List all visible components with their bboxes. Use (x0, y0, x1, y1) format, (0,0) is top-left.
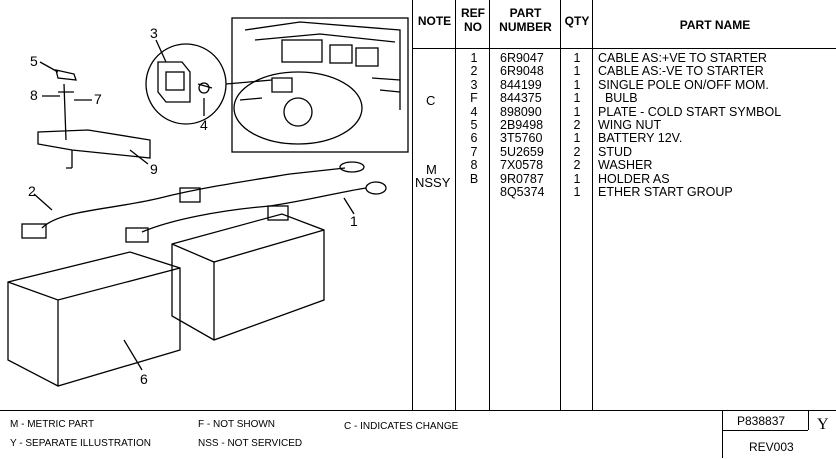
part-name-cell: HOLDER AS (598, 171, 670, 186)
dashboard-inset (231, 17, 409, 153)
ref-cell: 6 (470, 131, 478, 146)
qty-cell: 1 (573, 77, 581, 92)
battery-rear (171, 213, 325, 341)
header-qty: QTY (564, 14, 590, 28)
ref-cell: 7 (470, 144, 478, 159)
part-name-cell: WASHER (598, 158, 653, 173)
ref-cell: 1 (470, 51, 478, 65)
part-name-cell: SINGLE POLE ON/OFF MOM. (598, 77, 769, 92)
ref-cell: B (469, 171, 479, 186)
legend-separate: Y - SEPARATE ILLUSTRATION (10, 438, 151, 449)
callout-5: 5 (30, 53, 38, 69)
legend-footer: M - METRIC PART Y - SEPARATE ILLUSTRATIO… (0, 410, 836, 459)
revision: REV003 (749, 440, 794, 454)
callout-1: 1 (350, 213, 358, 229)
legend-not-serviced: NSS - NOT SERVICED (198, 438, 303, 449)
qty-cell: 2 (573, 144, 581, 159)
note-c: C (426, 93, 436, 108)
ref-cell: F (470, 91, 478, 106)
legend-not-shown: F - NOT SHOWN (198, 419, 276, 430)
battery-front (7, 251, 181, 387)
qty-cell: 1 (573, 185, 581, 200)
header-part-name: PART NAME (679, 18, 751, 32)
callout-3: 3 (150, 25, 158, 41)
holder-bracket (37, 69, 151, 169)
callout-4: 4 (200, 117, 208, 133)
header-part-number: PART NUMBER (499, 6, 552, 34)
part-name-cell: BATTERY 12V. (598, 131, 683, 146)
header-ref: REF NO (461, 6, 485, 34)
note-m: M (426, 162, 437, 177)
part-name-cell: PLATE - COLD START SYMBOL (598, 104, 782, 119)
part-number-cell: 7X0578 (500, 158, 544, 173)
ref-cell (462, 186, 486, 199)
callout-9: 9 (150, 161, 158, 177)
legend-change: C - INDICATES CHANGE (344, 421, 459, 432)
part-name-cell: CABLE AS:+VE TO STARTER (598, 51, 767, 65)
note-nssy: NSSY (415, 175, 451, 190)
ref-cell: 3 (470, 77, 478, 92)
part-number-cell: 6R9048 (500, 64, 544, 79)
part-number-cell: 844199 (500, 77, 542, 92)
part-number-cell: 5U2659 (500, 144, 544, 159)
cable-negative (41, 167, 346, 229)
part-name-cell: ETHER START GROUP (598, 185, 733, 200)
callout-7: 7 (94, 91, 102, 107)
part-code: P838837 (737, 414, 786, 428)
part-name-cell: BULB (598, 91, 638, 106)
qty-cell: 1 (573, 64, 581, 79)
part-number-cell: 9R0787 (500, 171, 544, 186)
part-number-cell: 898090 (500, 104, 542, 119)
header-note: NOTE (417, 14, 452, 28)
part-letter: Y (817, 416, 829, 433)
part-code-box: P838837 Y REV003 (722, 410, 836, 458)
ref-cell: 5 (470, 118, 478, 133)
callout-8: 8 (30, 87, 38, 103)
qty-cell: 1 (573, 104, 581, 119)
switch-detail (145, 43, 273, 125)
part-number-cell: 2B9498 (500, 118, 544, 133)
qty-cell: 1 (573, 91, 581, 106)
part-number-cell: 844375 (500, 91, 542, 106)
part-number-cell: 8Q5374 (500, 185, 545, 200)
part-number-cell: 6R9047 (500, 51, 544, 65)
qty-cell: 1 (573, 51, 581, 65)
qty-cell: 2 (573, 158, 581, 173)
qty-cell: 1 (573, 131, 581, 146)
part-number-cell: 3T5760 (500, 131, 543, 146)
callout-2: 2 (28, 183, 36, 199)
ref-cell: 8 (470, 158, 478, 173)
part-name-cell: CABLE AS:-VE TO STARTER (598, 64, 764, 79)
ref-cell: 2 (470, 64, 478, 79)
legend-metric: M - METRIC PART (10, 419, 95, 430)
parts-table: NOTE REF NO PART NUMBER QTY PART NAME C … (412, 0, 836, 410)
qty-cell: 2 (573, 118, 581, 133)
part-name-cell: WING NUT (598, 118, 662, 133)
parts-illustration: 5 8 7 3 4 9 2 1 6 (7, 17, 409, 387)
callout-6: 6 (140, 371, 148, 387)
qty-cell: 1 (573, 171, 581, 186)
part-name-cell: STUD (598, 144, 633, 159)
ref-cell: 4 (470, 104, 478, 119)
